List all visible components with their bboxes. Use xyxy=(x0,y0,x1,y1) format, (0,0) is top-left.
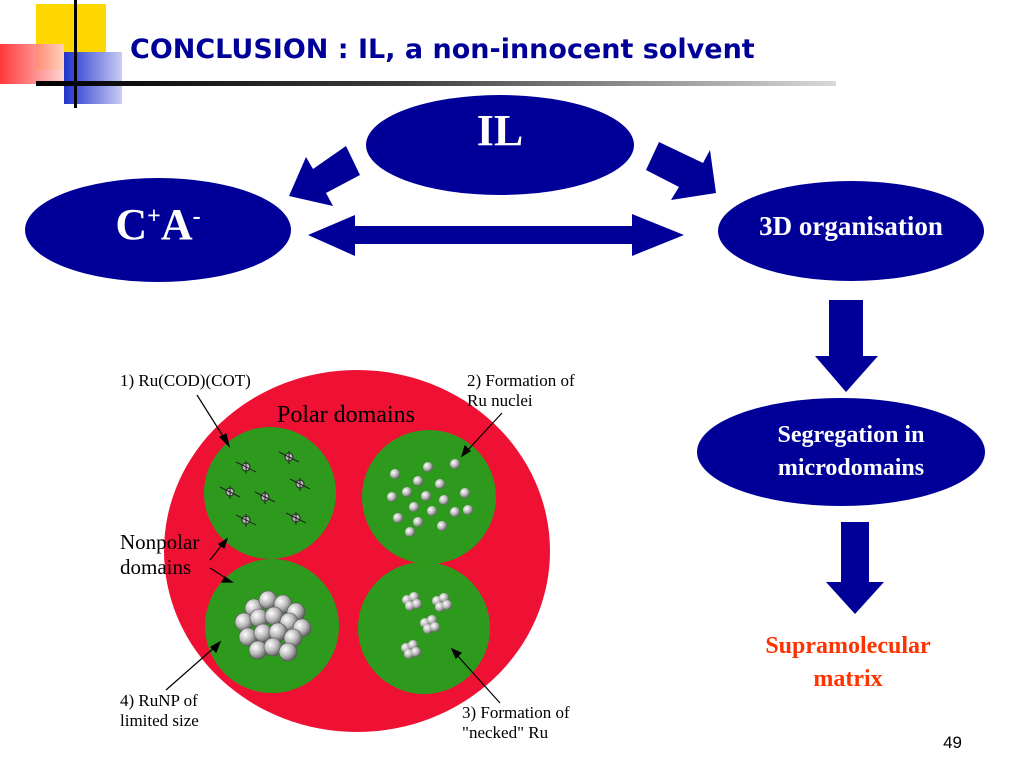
label-step2-line1: 2) Formation of xyxy=(467,371,575,390)
segregation-line2: microdomains xyxy=(777,455,925,481)
node-il: IL xyxy=(366,95,634,195)
arrow-down-segregation xyxy=(815,300,878,392)
ru-nanoparticle xyxy=(234,590,312,662)
corner-square-blue xyxy=(64,52,122,104)
anion-symbol: A xyxy=(160,199,193,249)
arrow-il-to-ions xyxy=(289,146,360,206)
arrow-il-to-organisation xyxy=(646,142,716,200)
title-underline xyxy=(36,81,836,86)
precursor-molecules xyxy=(219,451,311,527)
arrow-bidirectional xyxy=(308,214,684,256)
polar-domain-1 xyxy=(204,427,336,559)
pointer-step1 xyxy=(196,394,227,442)
label-step4-line2: limited size xyxy=(120,711,199,730)
matrix-line1: Supramolecular xyxy=(765,633,931,659)
page-title: CONCLUSION : IL, a non-innocent solvent xyxy=(130,34,755,65)
pointer-step3 xyxy=(455,653,501,704)
segregation-line1: Segregation in xyxy=(777,422,925,448)
anion-charge: - xyxy=(192,202,201,229)
corner-square-red xyxy=(0,44,64,84)
slide-number: 49 xyxy=(943,733,962,752)
arrow-down-matrix xyxy=(826,522,884,614)
label-nonpolar-domains: Nonpolar domains xyxy=(120,530,199,580)
label-step3-line1: 3) Formation of xyxy=(462,703,570,722)
pointer-step4 xyxy=(165,645,217,691)
label-step4: 4) RuNP of limited size xyxy=(120,691,199,731)
label-step2: 2) Formation of Ru nuclei xyxy=(467,371,575,411)
label-step1: 1) Ru(COD)(COT) xyxy=(120,371,251,390)
node-ions-label: C+A- xyxy=(115,199,200,250)
label-polar-domains: Polar domains xyxy=(277,402,415,428)
matrix-line2: matrix xyxy=(813,666,883,692)
label-step3: 3) Formation of "necked" Ru xyxy=(462,703,570,743)
label-step2-line2: Ru nuclei xyxy=(467,391,533,410)
pointer-step2 xyxy=(465,412,503,453)
necked-ru-clusters xyxy=(401,592,452,659)
node-3d-organisation-label: 3D organisation xyxy=(759,210,943,241)
ru-nuclei xyxy=(387,459,473,537)
node-3d-organisation: 3D organisation xyxy=(718,181,984,281)
label-nonpolar-line2: domains xyxy=(120,555,192,579)
label-step4-line1: 4) RuNP of xyxy=(120,691,198,710)
label-step3-line2: "necked" Ru xyxy=(462,723,549,742)
supramolecular-matrix-text: Supramolecular matrix xyxy=(726,630,970,696)
corner-vertical-line xyxy=(74,0,77,108)
label-nonpolar-line1: Nonpolar xyxy=(120,530,200,554)
node-il-label: IL xyxy=(476,106,524,155)
cation-symbol: C xyxy=(115,199,148,249)
node-ions: C+A- xyxy=(25,178,291,282)
cation-charge: + xyxy=(147,202,161,229)
node-segregation: Segregation in microdomains xyxy=(697,398,985,506)
